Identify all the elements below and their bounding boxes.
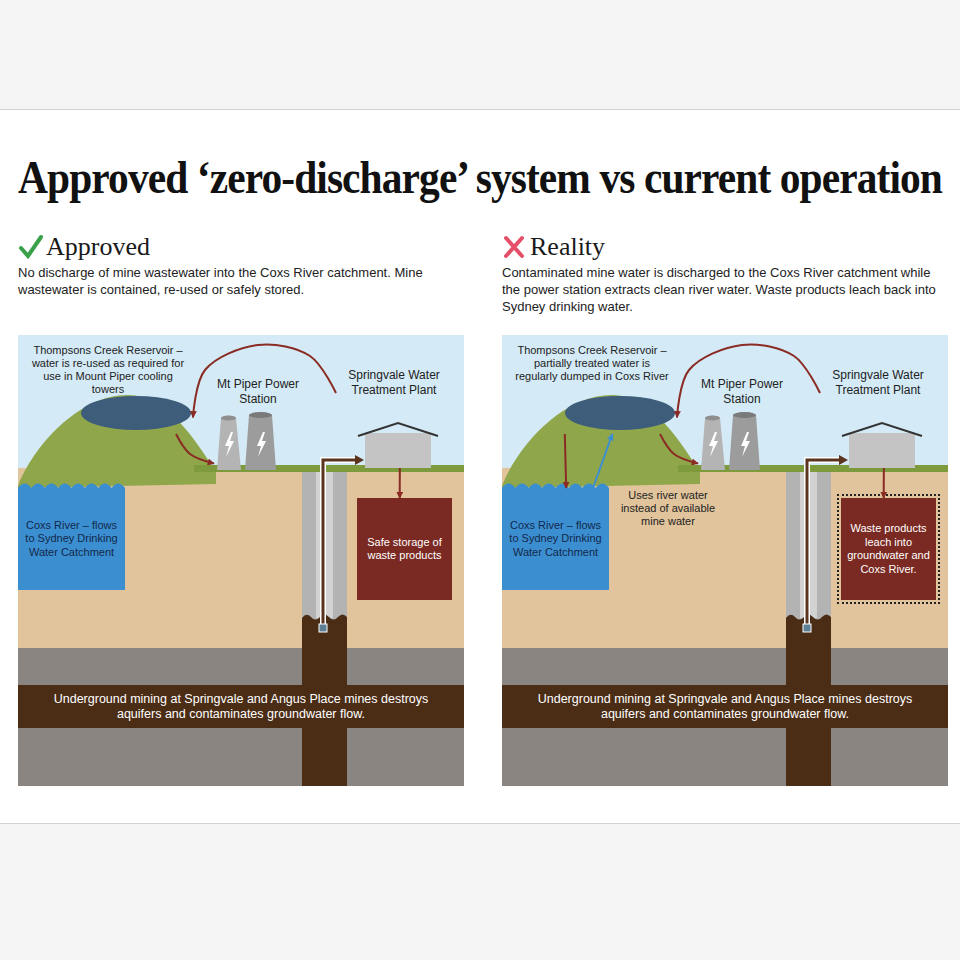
mine-water-pipe: [323, 460, 357, 628]
waste-storage-box: Safe storage of waste products: [357, 498, 452, 600]
node-label: Mt Piper Power Station: [214, 377, 302, 407]
cross-mark: [506, 238, 522, 256]
cooling-tower-top: [249, 412, 272, 418]
node-label: Thompsons Creek Reservoir – water is re-…: [31, 344, 185, 396]
node-label: Springvale Water Treatment Plant: [336, 368, 452, 398]
node-label: Mt Piper Power Station: [698, 377, 786, 407]
hill: [502, 395, 700, 488]
plant-roof: [358, 423, 438, 436]
flow-arrow: [176, 434, 214, 463]
pipe-outline: [807, 460, 841, 628]
underground-band: Underground mining at Springvale and Ang…: [18, 685, 464, 728]
mine-water-pipe: [807, 460, 841, 628]
power-symbol: [257, 432, 266, 457]
panel-heading: Approved: [46, 232, 464, 262]
power-station: Mt Piper Power Station: [214, 377, 302, 470]
ground: [502, 468, 948, 648]
cooling-tower: [701, 416, 725, 471]
pipe-arrowhead: [839, 455, 848, 465]
node-label: Coxs River – flows to Sydney Drinking Wa…: [23, 519, 120, 560]
node-label: Underground mining at Springvale and Ang…: [51, 692, 431, 722]
ground: [18, 468, 464, 648]
annotation-label: Uses river water instead of available mi…: [611, 489, 725, 528]
hill: [18, 395, 216, 488]
panel-description: Contaminated mine water is discharged to…: [502, 264, 948, 315]
waste-storage-box: Waste products leach into groundwater an…: [841, 498, 936, 600]
rock-layer: [502, 728, 948, 786]
cooling-tower-top: [705, 416, 720, 421]
cooling-tower-top: [733, 412, 756, 418]
panel-description: No discharge of mine wastewater into the…: [18, 264, 464, 298]
comparison-panel: Thompsons Creek Reservoir – partially tr…: [502, 232, 948, 786]
power-station: Mt Piper Power Station: [698, 377, 786, 470]
reservoir-lake: [565, 396, 675, 430]
diagram-title: Approved ‘zero-discharge’ system vs curr…: [18, 150, 942, 206]
node-label: Thompsons Creek Reservoir – partially tr…: [515, 344, 669, 383]
node-label: Coxs River – flows to Sydney Drinking Wa…: [507, 519, 604, 560]
check-mark: [21, 237, 41, 256]
treatment-plant: Springvale Water Treatment Plant: [336, 368, 452, 468]
panel-heading: Reality: [530, 232, 948, 262]
treatment-plant: Springvale Water Treatment Plant: [820, 368, 936, 468]
node-label: Springvale Water Treatment Plant: [820, 368, 936, 398]
flow-arrow: [660, 434, 698, 463]
reservoir-label: Thompsons Creek Reservoir – partially tr…: [507, 342, 677, 434]
flow-arrow: [565, 434, 566, 488]
node-label: Safe storage of waste products: [363, 536, 446, 563]
river-region: Coxs River – flows to Sydney Drinking Wa…: [502, 488, 609, 590]
flow-arrow: [677, 345, 820, 418]
pipe-outline: [323, 460, 357, 628]
cooling-tower: [729, 412, 760, 470]
rock-layer: [18, 728, 464, 786]
pump-inlet: [319, 624, 327, 632]
power-symbol: [225, 432, 234, 457]
reservoir-lake: [81, 396, 191, 430]
pipe-arrowhead: [355, 455, 364, 465]
power-symbol: [709, 432, 718, 457]
rock-layer: [18, 648, 464, 685]
river-region: Coxs River – flows to Sydney Drinking Wa…: [18, 488, 125, 590]
plant-building: [849, 433, 915, 468]
plant-roof: [842, 423, 922, 436]
node-label: Waste products leach into groundwater an…: [847, 522, 930, 576]
node-label: Underground mining at Springvale and Ang…: [535, 692, 915, 722]
flow-arrow: [883, 468, 885, 498]
cooling-tower-top: [221, 416, 236, 421]
pump-inlet: [803, 624, 811, 632]
plant-building: [365, 433, 431, 468]
comparison-panel: Thompsons Creek Reservoir – water is re-…: [18, 232, 464, 786]
rock-layer: [502, 648, 948, 685]
reservoir-label: Thompsons Creek Reservoir – water is re-…: [23, 342, 193, 434]
flow-arrow: [399, 468, 401, 498]
cooling-tower: [245, 412, 276, 470]
flow-arrow: [193, 345, 336, 418]
cooling-tower: [217, 416, 241, 471]
power-symbol: [741, 432, 750, 457]
underground-band: Underground mining at Springvale and Ang…: [502, 685, 948, 728]
flow-arrow: [593, 434, 612, 488]
